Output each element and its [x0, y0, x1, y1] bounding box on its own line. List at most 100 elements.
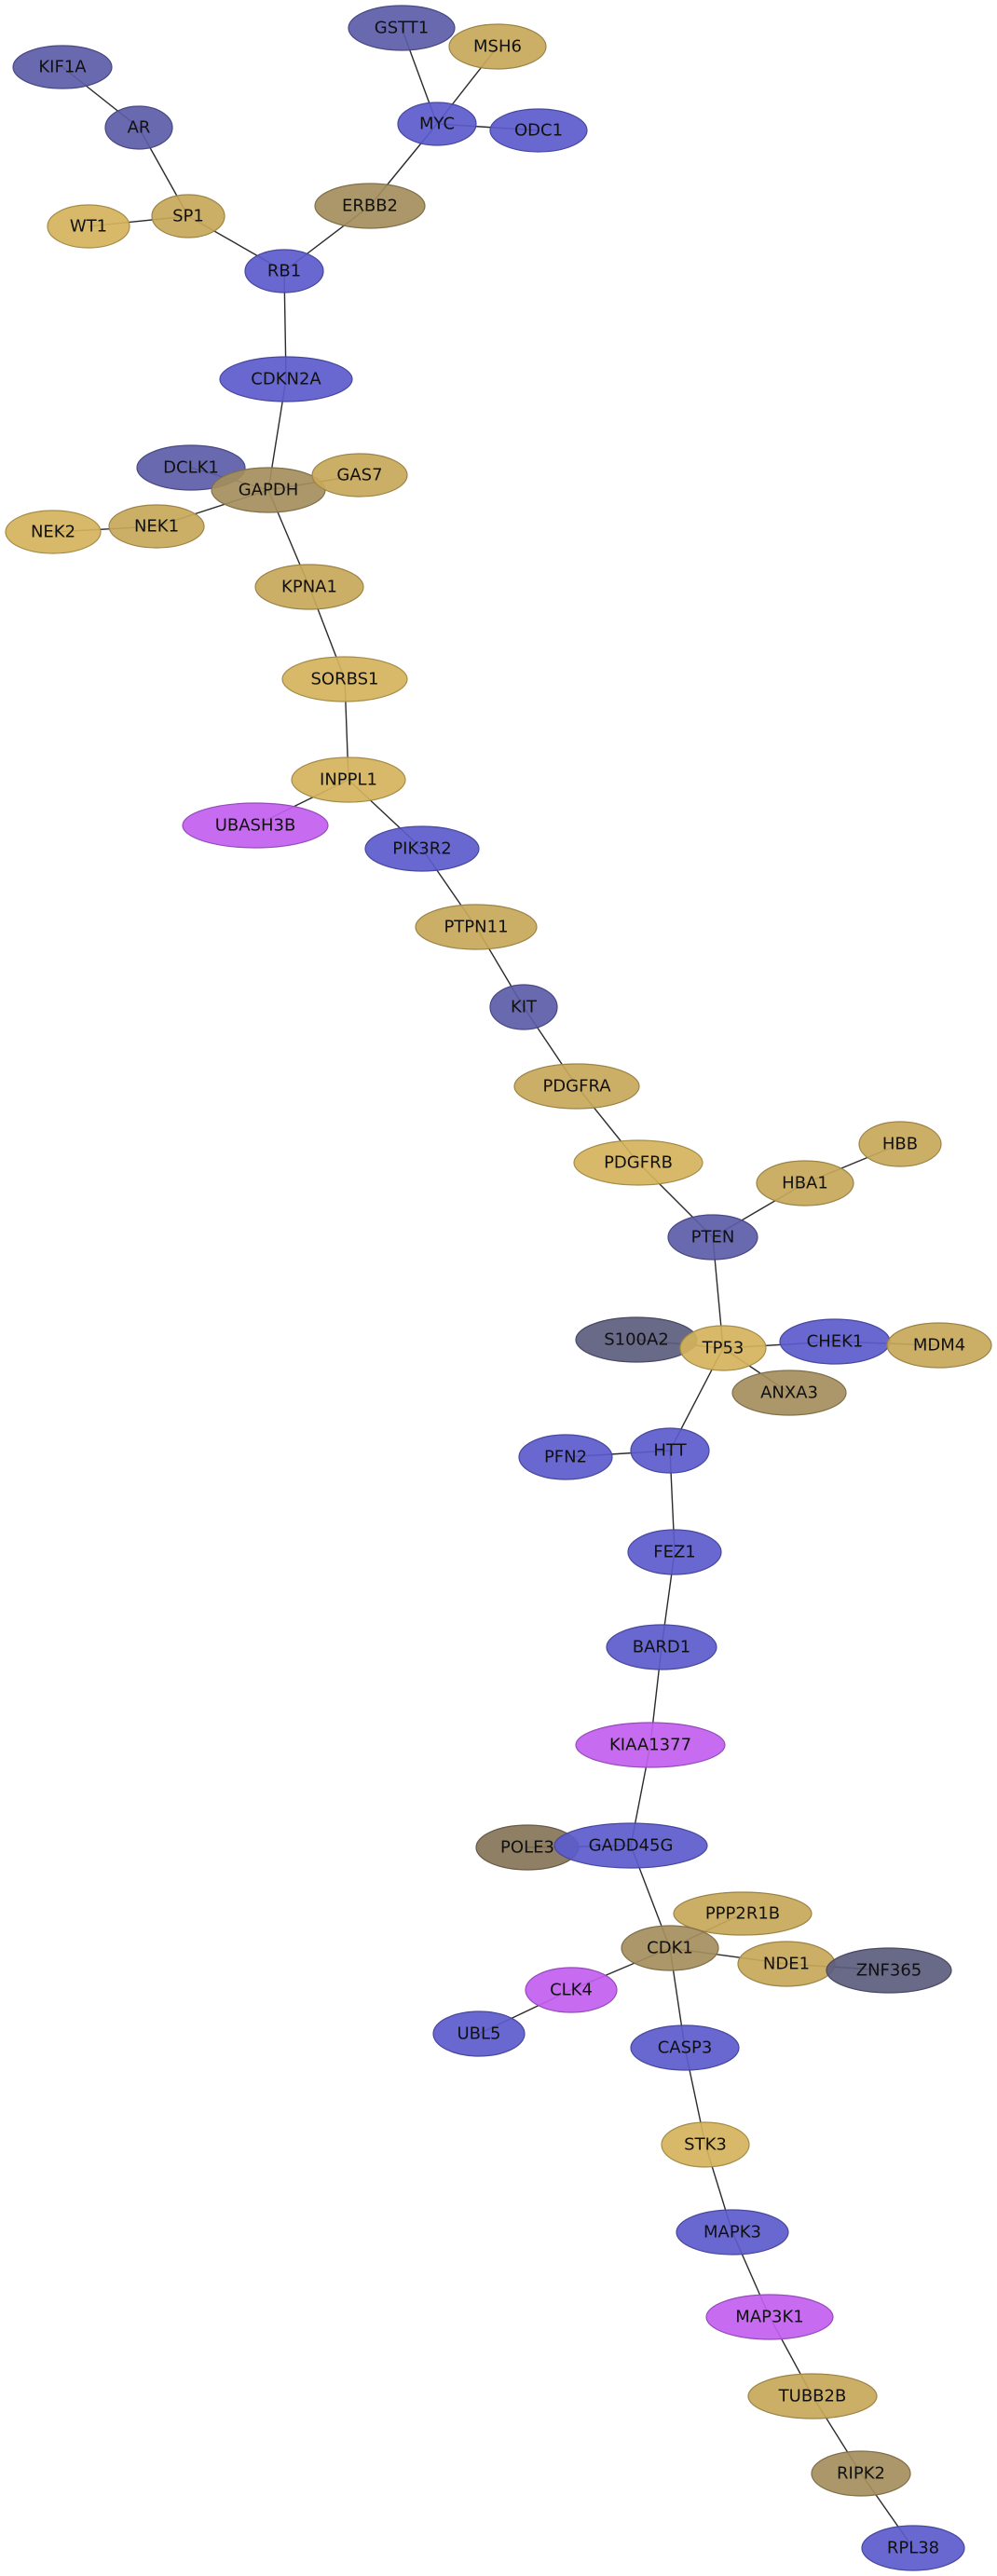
- node-ppp2r1b[interactable]: PPP2R1B: [673, 1891, 813, 1936]
- node-nek2[interactable]: NEK2: [5, 510, 102, 554]
- node-hba1[interactable]: HBA1: [756, 1160, 854, 1206]
- node-s100a2[interactable]: S100A2: [575, 1316, 698, 1363]
- node-ar[interactable]: AR: [104, 105, 173, 150]
- node-label: CDKN2A: [251, 370, 321, 389]
- node-shape: [861, 2525, 965, 2571]
- node-label: ODC1: [514, 121, 563, 141]
- node-msh6[interactable]: MSH6: [448, 23, 547, 70]
- node-label: DCLK1: [163, 458, 219, 478]
- node-pole3[interactable]: POLE3: [475, 1824, 580, 1871]
- node-label: TUBB2B: [778, 2387, 847, 2406]
- node-shape: [661, 2121, 750, 2168]
- node-label: MYC: [419, 115, 455, 134]
- node-mdm4[interactable]: MDM4: [886, 1322, 992, 1369]
- node-cdk1[interactable]: CDK1: [621, 1925, 719, 1971]
- node-shape: [5, 510, 102, 554]
- node-erbb2[interactable]: ERBB2: [314, 183, 426, 229]
- node-bard1[interactable]: BARD1: [606, 1624, 717, 1670]
- node-hbb[interactable]: HBB: [858, 1121, 942, 1167]
- node-myc[interactable]: MYC: [397, 102, 477, 146]
- node-shape: [630, 2024, 740, 2071]
- node-shape: [525, 1967, 618, 2013]
- node-shape: [575, 1722, 726, 1768]
- node-mapk3[interactable]: MAPK3: [676, 2209, 789, 2256]
- node-label: INPPL1: [320, 770, 377, 790]
- node-pik3r2[interactable]: PIK3R2: [364, 825, 480, 872]
- node-shape: [673, 1891, 813, 1936]
- node-label: GADD45G: [589, 1836, 674, 1856]
- node-shape: [244, 249, 324, 293]
- node-shape: [731, 1370, 847, 1416]
- node-nek1[interactable]: NEK1: [108, 504, 205, 549]
- node-label: NEK2: [31, 523, 75, 542]
- node-shape: [826, 1947, 952, 1994]
- node-wt1[interactable]: WT1: [47, 204, 130, 249]
- node-shape: [513, 1063, 640, 1110]
- node-stk3[interactable]: STK3: [661, 2121, 750, 2168]
- node-map3k1[interactable]: MAP3K1: [705, 2294, 834, 2340]
- node-shape: [151, 194, 225, 239]
- node-chek1[interactable]: CHEK1: [779, 1318, 891, 1365]
- node-kpna1[interactable]: KPNA1: [254, 564, 364, 610]
- node-label: S100A2: [604, 1330, 669, 1350]
- node-clk4[interactable]: CLK4: [525, 1967, 618, 2013]
- node-sorbs1[interactable]: SORBS1: [281, 656, 408, 702]
- node-sp1[interactable]: SP1: [151, 194, 225, 239]
- node-cdkn2a[interactable]: CDKN2A: [219, 356, 353, 402]
- node-pdgfrb[interactable]: PDGFRB: [573, 1139, 703, 1186]
- node-rb1[interactable]: RB1: [244, 249, 324, 293]
- node-nde1[interactable]: NDE1: [737, 1941, 836, 1987]
- node-gas7[interactable]: GAS7: [311, 453, 408, 497]
- node-rpl38[interactable]: RPL38: [861, 2525, 965, 2571]
- node-fez1[interactable]: FEZ1: [627, 1529, 722, 1575]
- node-kif1a[interactable]: KIF1A: [12, 45, 113, 89]
- node-label: PTEN: [691, 1228, 735, 1247]
- node-label: GAPDH: [239, 481, 299, 500]
- node-ubash3b[interactable]: UBASH3B: [182, 802, 329, 849]
- node-pdgfra[interactable]: PDGFRA: [513, 1063, 640, 1110]
- node-ubl5[interactable]: UBL5: [432, 2010, 526, 2057]
- node-inppl1[interactable]: INPPL1: [291, 756, 406, 803]
- node-znf365[interactable]: ZNF365: [826, 1947, 952, 1994]
- node-pfn2[interactable]: PFN2: [518, 1434, 613, 1480]
- node-gadd45g[interactable]: GADD45G: [553, 1822, 708, 1869]
- node-label: MAP3K1: [735, 2308, 803, 2327]
- node-shape: [858, 1121, 942, 1167]
- node-ripk2[interactable]: RIPK2: [811, 2450, 911, 2497]
- node-label: RPL38: [887, 2539, 939, 2558]
- node-shape: [747, 2373, 878, 2419]
- node-label: STK3: [684, 2135, 727, 2155]
- node-shape: [47, 204, 130, 249]
- node-label: BARD1: [633, 1638, 690, 1657]
- node-shape: [104, 105, 173, 150]
- node-shape: [311, 453, 408, 497]
- node-shape: [448, 23, 547, 70]
- node-label: KIT: [511, 998, 538, 1017]
- node-shape: [432, 2010, 526, 2057]
- node-label: HBB: [882, 1135, 918, 1154]
- node-odc1[interactable]: ODC1: [489, 108, 588, 153]
- node-shape: [756, 1160, 854, 1206]
- node-shape: [254, 564, 364, 610]
- node-anxa3[interactable]: ANXA3: [731, 1370, 847, 1416]
- node-gapdh[interactable]: GAPDH: [211, 467, 326, 513]
- node-htt[interactable]: HTT: [630, 1427, 710, 1474]
- node-shape: [12, 45, 113, 89]
- node-ptpn11[interactable]: PTPN11: [415, 904, 538, 950]
- node-kiaa1377[interactable]: KIAA1377: [575, 1722, 726, 1768]
- node-shape: [667, 1214, 758, 1261]
- node-tubb2b[interactable]: TUBB2B: [747, 2373, 878, 2419]
- node-label: POLE3: [500, 1838, 554, 1858]
- node-shape: [291, 756, 406, 803]
- node-gstt1[interactable]: GSTT1: [348, 5, 456, 51]
- node-tp53[interactable]: TP53: [679, 1325, 767, 1371]
- node-casp3[interactable]: CASP3: [630, 2024, 740, 2071]
- node-label: KIF1A: [38, 58, 87, 77]
- node-label: PIK3R2: [392, 839, 451, 859]
- node-label: ZNF365: [856, 1961, 922, 1981]
- node-pten[interactable]: PTEN: [667, 1214, 758, 1261]
- node-label: MSH6: [473, 37, 522, 57]
- node-kit[interactable]: KIT: [489, 984, 558, 1030]
- node-label: HBA1: [782, 1174, 828, 1193]
